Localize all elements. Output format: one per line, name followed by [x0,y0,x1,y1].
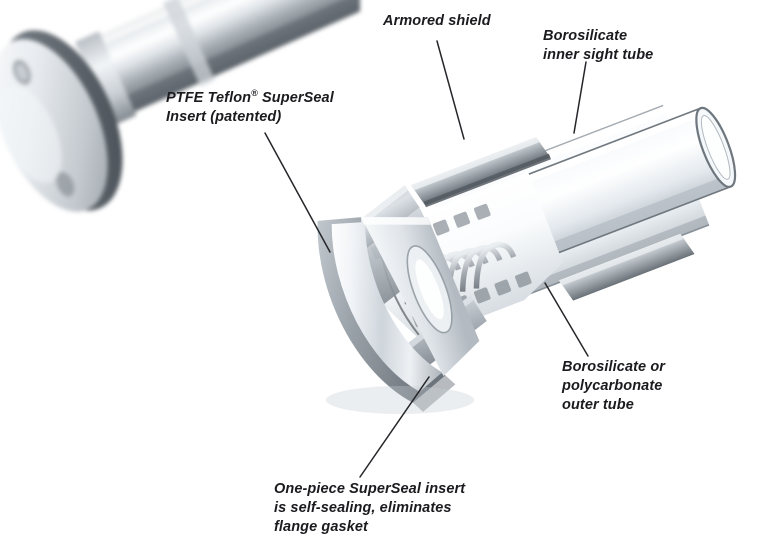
armored-shield-shape [410,137,695,301]
leader-ptfe-insert [264,132,331,253]
flange-shape [317,217,480,412]
leader-outer-tube [544,282,589,357]
callout-armored-shield: Armored shield [383,13,491,29]
callout-ptfe-line1: PTFE Teflon [166,89,252,106]
background-sight-glass [0,0,360,212]
callout-ptfe-line2: Insert (patented) [166,108,282,125]
callout-outer-tube: Borosilicate or polycarbonate outer tube [562,359,666,414]
sight-glass-cutaway [317,104,737,414]
callout-ptfe-line1-tail: SuperSeal [257,89,334,106]
leader-one-piece-superseal [359,376,430,478]
leader-armored-shield [436,40,465,140]
callout-inner-sight-tube: Borosilicate inner sight tube [543,28,654,64]
callout-one-piece-superseal: One-piece SuperSeal insert is self-seali… [274,481,466,535]
leader-inner-sight-tube [573,61,587,134]
registered-mark-icon: ® [251,88,258,98]
